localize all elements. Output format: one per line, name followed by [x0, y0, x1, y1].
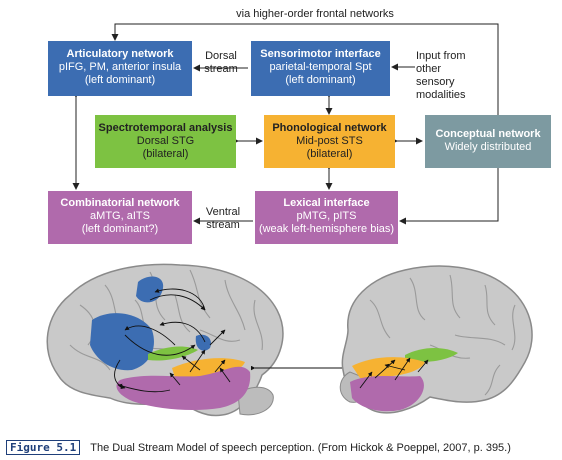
top-link-label: via higher-order frontal networks: [236, 8, 394, 20]
sensorimotor-line-1: parietal-temporal Spt: [269, 61, 372, 73]
input-sensory-label: Input from other sensory modalities: [416, 50, 480, 102]
caption-text: The Dual Stream Model of speech percepti…: [90, 442, 511, 454]
ventral-label-line-1: Ventral: [205, 206, 241, 218]
phonological-line-2: (bilateral): [306, 148, 353, 160]
ventral-label-line-2: stream: [206, 219, 240, 231]
dorsal-stream-label: Dorsal stream: [197, 50, 245, 76]
articulatory-network-box: Articulatory network pIFG, PM, anterior …: [48, 41, 192, 96]
combinatorial-network-box: Combinatorial network aMTG, aITS (left d…: [48, 191, 192, 244]
input-label-line-1: Input from: [416, 50, 466, 62]
top-feedback-line: [111, 23, 499, 115]
articulatory-line-1: pIFG, PM, anterior insula: [58, 61, 182, 73]
sensorimotor-title: Sensorimotor interface: [260, 48, 381, 60]
figure-label: Figure 5.1: [6, 440, 81, 455]
lexical-title: Lexical interface: [283, 197, 370, 209]
spectrotemporal-line-2: (bilateral): [142, 148, 189, 160]
articulatory-line-2: (left dominant): [84, 74, 156, 86]
input-label-line-3: modalities: [416, 89, 466, 101]
left-blue-spt: [195, 334, 211, 351]
sensorimotor-interface-box: Sensorimotor interface parietal-temporal…: [251, 41, 390, 96]
conceptual-lexical-line: [399, 168, 499, 225]
left-blue-parietal: [136, 276, 164, 303]
dorsal-label-line-1: Dorsal: [205, 50, 237, 62]
conceptual-network-box: Conceptual network Widely distributed: [425, 115, 551, 168]
sensorimotor-line-2: (left dominant): [285, 74, 356, 86]
spectrotemporal-line-1: Dorsal STG: [136, 135, 195, 147]
right-green-stg: [405, 347, 458, 362]
conceptual-title: Conceptual network: [435, 128, 541, 140]
left-green-stg: [148, 346, 198, 361]
left-blue-frontal: [90, 313, 154, 371]
conceptual-line-1: Widely distributed: [444, 141, 532, 153]
phonological-title: Phonological network: [272, 122, 387, 134]
phonological-network-box: Phonological network Mid-post STS (bilat…: [264, 115, 395, 168]
phonological-line-1: Mid-post STS: [296, 135, 363, 147]
left-cerebellum: [237, 386, 274, 416]
right-hemisphere: [339, 265, 533, 414]
lexical-line-2: (weak left-hemisphere bias): [258, 223, 395, 235]
input-label-line-2: other sensory: [416, 63, 455, 88]
articulatory-title: Articulatory network: [66, 48, 174, 60]
left-purple-mtg: [116, 366, 251, 410]
combinatorial-line-1: aMTG, aITS: [90, 210, 150, 222]
figure-caption: Figure 5.1 The Dual Stream Model of speec…: [6, 440, 511, 455]
left-hemisphere: [46, 263, 284, 417]
lexical-line-1: pMTG, pITS: [296, 210, 357, 222]
combinatorial-line-2: (left dominant?): [81, 223, 159, 235]
spectrotemporal-title: Spectrotemporal analysis: [98, 122, 233, 134]
dorsal-label-line-2: stream: [204, 63, 238, 75]
right-purple-mtg: [350, 376, 424, 412]
lexical-interface-box: Lexical interface pMTG, pITS (weak left-…: [255, 191, 398, 244]
ventral-stream-label: Ventral stream: [199, 206, 247, 232]
spectrotemporal-analysis-box: Spectrotemporal analysis Dorsal STG (bil…: [95, 115, 236, 168]
combinatorial-title: Combinatorial network: [60, 197, 180, 209]
